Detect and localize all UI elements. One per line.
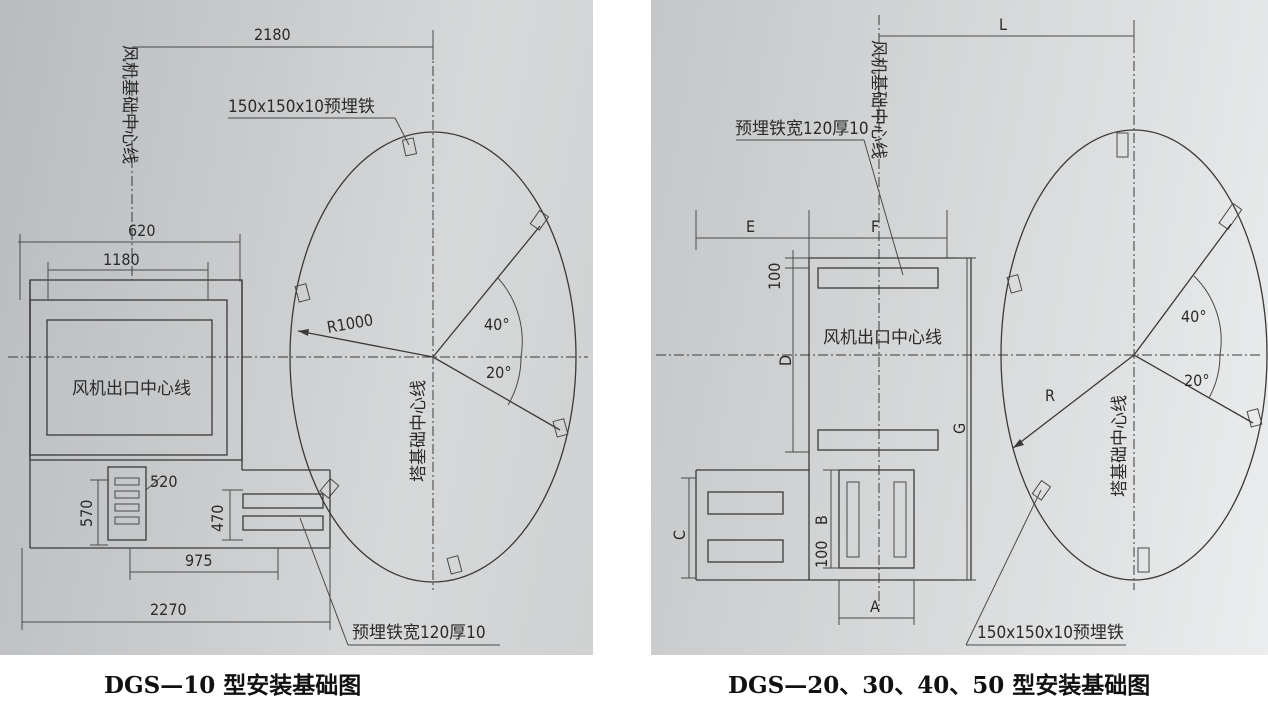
dim-100-top: 100: [765, 263, 784, 290]
embed-box-520: [107, 466, 147, 541]
embed-plate: [1246, 408, 1263, 428]
embed-plate: [1116, 132, 1129, 158]
embed-slot-mid: [817, 429, 939, 451]
dim-100-bottom: 100: [812, 541, 831, 568]
embed-slot-top: [817, 267, 939, 289]
dim-470: 470: [208, 505, 227, 532]
radius-arrow: [298, 329, 309, 336]
radius-arrow: [1013, 439, 1024, 448]
caption-dgs10: DGS—10 型安装基础图: [104, 672, 362, 699]
dim-1180: 1180: [103, 250, 140, 269]
label-outlet: 风机出口中心线: [823, 328, 942, 348]
dim-520: 520: [150, 472, 177, 491]
angle-20: 20°: [486, 363, 512, 382]
embed-plate: [1137, 547, 1150, 573]
embed-slot-left: [707, 539, 784, 563]
dim-r1000: R1000: [325, 310, 374, 337]
dim-E: E: [746, 217, 755, 236]
dim-L: L: [999, 15, 1007, 34]
fan-base-core: [46, 319, 213, 436]
dim-C: C: [670, 530, 689, 540]
angle-line-20: [1133, 354, 1254, 424]
angle-arc-20: [507, 356, 522, 406]
caption-dgs20-50: DGS—20、30、40、50 型安装基础图: [728, 672, 1151, 699]
embed-plate: [319, 477, 340, 499]
dim-2270: 2270: [150, 600, 187, 619]
label-embed-bottom: 150x150x10预埋铁: [977, 623, 1124, 643]
angle-20: 20°: [1184, 371, 1210, 390]
embed-plate: [294, 283, 311, 303]
label-outlet: 风机出口中心线: [72, 379, 191, 399]
dim-R: R: [1045, 386, 1055, 405]
embed-plate: [446, 555, 463, 575]
label-embed-bottom: 预埋铁宽120厚10: [352, 623, 486, 643]
dim-G: G: [950, 423, 969, 434]
label-embed-top: 预埋铁宽120厚10: [735, 119, 869, 139]
embed-plate-strip: [242, 493, 324, 509]
embed-slot-left: [707, 491, 784, 515]
angle-line-40: [432, 225, 541, 358]
drawing-dgs10-svg: 2180 620 1180 520 570 470 975 2270 R1000…: [8, 25, 588, 646]
tower-basin-circle: [289, 131, 577, 583]
drawing-dgs20-50: L E F 100 D G C B 100 A R 40° 20° 预埋铁宽12…: [651, 0, 1268, 655]
radius-line: [1012, 354, 1135, 449]
dim-620: 620: [128, 221, 155, 240]
embed-plate: [1218, 202, 1243, 230]
embed-plate: [552, 418, 569, 438]
drawing-dgs20-50-svg: L E F 100 D G C B 100 A R 40° 20° 预埋铁宽12…: [656, 15, 1268, 646]
label-fan-center: 风机基础中心线: [868, 40, 888, 159]
tower-basin-circle: [1000, 129, 1268, 581]
angle-40: 40°: [484, 315, 510, 334]
dim-2180: 2180: [254, 25, 291, 44]
label-tower-center: 塔基础中心线: [409, 380, 429, 482]
embed-box: [838, 469, 915, 569]
dim-975: 975: [185, 551, 212, 570]
angle-arc-40: [497, 277, 523, 358]
label-tower-center: 塔基础中心线: [1110, 395, 1130, 497]
embed-plate: [529, 209, 550, 231]
label-embed-top: 150x150x10预埋铁: [228, 97, 375, 117]
dim-A: A: [870, 597, 880, 616]
angle-line-20: [432, 356, 561, 431]
embed-plate: [1006, 274, 1023, 294]
radius-line: [297, 330, 434, 358]
drawing-dgs10: 2180 620 1180 520 570 470 975 2270 R1000…: [0, 0, 593, 655]
embed-plate: [401, 137, 418, 157]
embed-plate: [1031, 479, 1052, 501]
dim-570: 570: [77, 500, 96, 527]
dim-F: F: [871, 217, 879, 236]
angle-arc-20: [1208, 354, 1221, 399]
fan-base-outer: [29, 279, 243, 461]
fan-base-inner: [29, 299, 228, 456]
embed-plate-strip: [242, 515, 324, 531]
dim-B: B: [812, 515, 831, 525]
dim-D: D: [776, 355, 795, 366]
angle-40: 40°: [1181, 307, 1207, 326]
angle-line-40: [1133, 223, 1232, 356]
label-fan-center: 风机基础中心线: [119, 45, 139, 164]
angle-arc-40: [1193, 275, 1222, 356]
